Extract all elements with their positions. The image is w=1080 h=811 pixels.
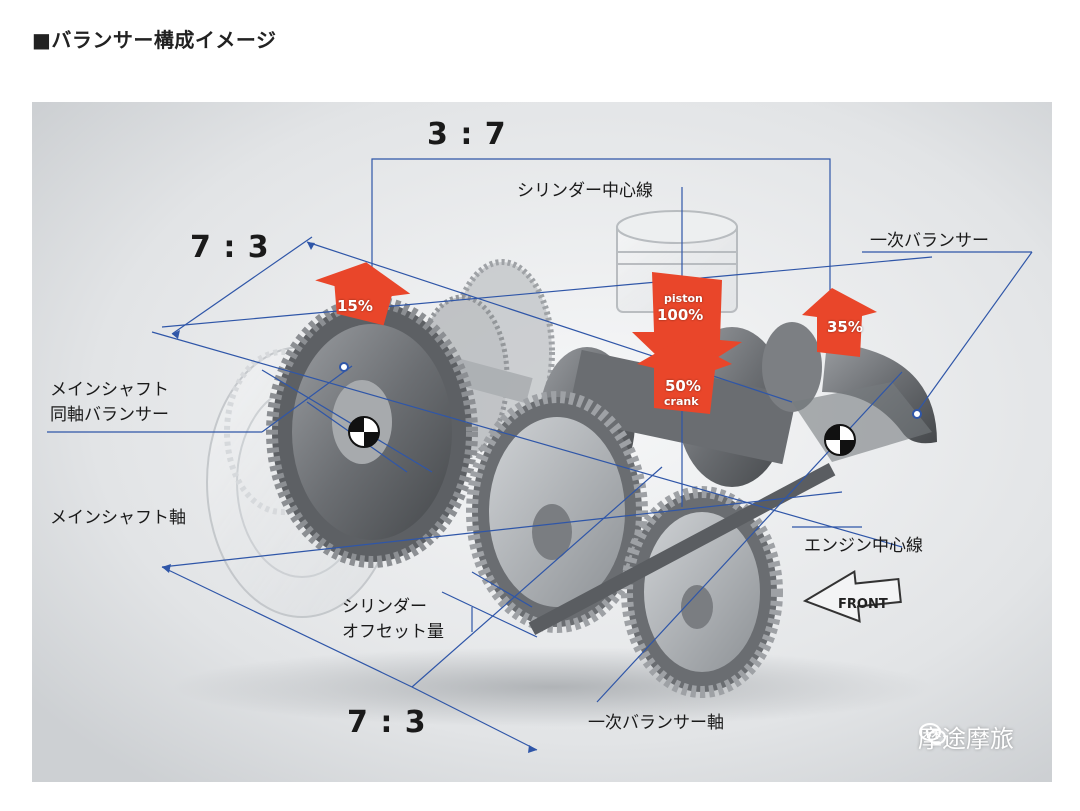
balancer-center-marker (824, 424, 856, 456)
floor-shadow (172, 647, 932, 727)
crank-label: crank (664, 395, 699, 408)
diagram-artwork (32, 102, 1052, 782)
force-arrows (315, 262, 877, 414)
cylinder-offset-label-2: オフセット量 (342, 622, 444, 642)
middle-gear (466, 391, 648, 633)
piston-value: 100% (657, 306, 704, 324)
crank-value: 50% (665, 377, 701, 395)
watermark: 摩途摩旅 (918, 719, 1014, 754)
main-shaft-axis-label: メインシャフト軸 (50, 508, 186, 528)
piston-label: piston (664, 292, 703, 305)
front-label: FRONT (838, 597, 888, 612)
cylinder-offset-label-1: シリンダー (342, 597, 427, 617)
balancer-drive-gear (621, 486, 783, 698)
arrow-35 (802, 288, 877, 357)
pct-35: 35% (827, 318, 863, 336)
main-shaft-balancer-label-1: メインシャフト (50, 380, 169, 400)
page-title: ■バランサー構成イメージ (32, 28, 277, 52)
dimension-arrowheads (162, 242, 537, 753)
engine-center-label: エンジン中心線 (804, 536, 923, 556)
ratio-top: 3 : 7 (427, 117, 507, 152)
pct-15: 15% (337, 297, 373, 315)
main-shaft-center-marker (348, 416, 380, 448)
main-shaft-balancer-label-2: 同軸バランサー (50, 405, 169, 425)
wechat-icon (919, 723, 946, 745)
ratio-bottom: 7 : 3 (347, 705, 427, 740)
arrow-crank (637, 338, 732, 414)
ratio-left: 7 : 3 (190, 230, 270, 265)
front-arrow-icon (802, 569, 902, 623)
diagram-panel: 3 : 7 7 : 3 7 : 3 シリンダー中心線 一次バランサー メインシャ… (32, 102, 1052, 782)
cylinder-center-label: シリンダー中心線 (517, 181, 653, 201)
primary-balancer-label: 一次バランサー (870, 231, 989, 251)
primary-balancer-axis-label: 一次バランサー軸 (588, 713, 724, 733)
arrow-15 (315, 262, 411, 326)
